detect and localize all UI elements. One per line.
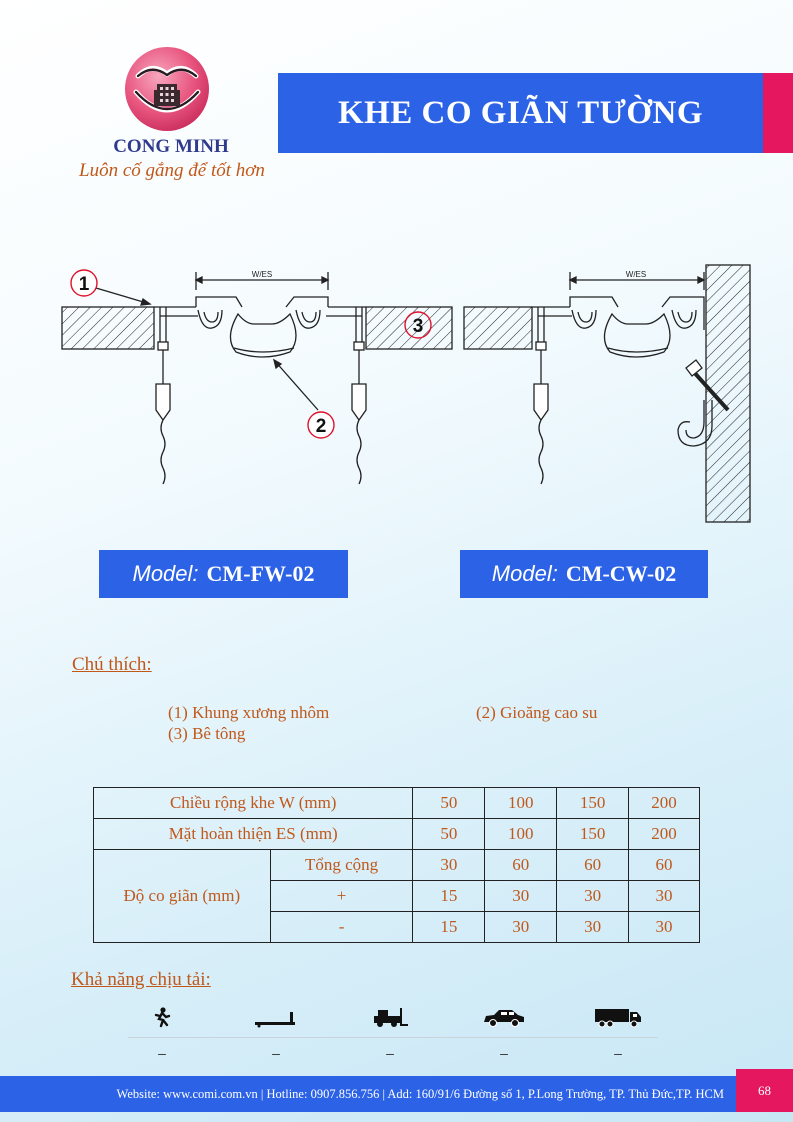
callout-1: 1: [79, 274, 90, 295]
load-value: –: [614, 1045, 622, 1061]
table-cell: 15: [412, 911, 486, 943]
table-cell: 200: [628, 818, 700, 850]
brand-slogan: Luôn cố gắng để tốt hơn: [79, 160, 265, 181]
load-item: –: [350, 1006, 430, 1060]
model-prefix: Model:: [132, 561, 199, 586]
table-cell: 100: [484, 787, 558, 819]
title-accent-bar: [763, 73, 793, 153]
table-cell: Độ co giãn (mm): [93, 849, 271, 943]
table-cell: Tổng cộng: [269, 849, 414, 881]
table-cell: 30: [412, 849, 486, 881]
truck-icon: [595, 1009, 641, 1028]
table-cell: 150: [556, 818, 630, 850]
load-value: –: [500, 1045, 508, 1061]
table-cell: 30: [628, 880, 700, 912]
spec-table: Chiều rộng khe W (mm) 50 100 150 200 Mặt…: [92, 787, 700, 943]
model-code: CM-CW-02: [565, 561, 677, 586]
load-capacity-row: – – – –: [108, 1006, 668, 1066]
table-cell: Mặt hoàn thiện ES (mm): [92, 818, 414, 850]
dimension-label-cw: W/ES: [626, 270, 646, 279]
pedestrian-icon: [154, 1007, 171, 1028]
callout-2: 2: [316, 416, 327, 437]
table-cell: 15: [412, 880, 486, 912]
dimension-label-fw: W/ES: [252, 270, 272, 279]
load-value: –: [158, 1045, 166, 1061]
note-item: (1) Khung xương nhôm: [168, 703, 330, 722]
model-prefix: Model:: [491, 561, 558, 586]
table-cell: 30: [556, 880, 630, 912]
table-cell: -: [269, 911, 414, 943]
footer-contact: Website: www.comi.com.vn | Hotline: 0907…: [0, 1076, 736, 1112]
table-row: Mặt hoàn thiện ES (mm) 50 100 150 200: [92, 818, 700, 850]
callout-3: 3: [413, 316, 424, 337]
table-cell: 30: [484, 911, 558, 943]
table-cell: 150: [556, 787, 630, 819]
expansion-joint-drawings: W/ES 1 2 3 W/ES: [61, 264, 751, 523]
table-cell: 50: [412, 818, 486, 850]
model-label-fw: Model: CM-FW-02: [99, 550, 348, 598]
load-item: –: [464, 1006, 544, 1060]
load-item: –: [578, 1006, 658, 1060]
table-cell: Chiều rộng khe W (mm): [92, 787, 414, 819]
table-cell: 30: [484, 880, 558, 912]
table-cell: 200: [628, 787, 700, 819]
table-cell: 30: [556, 911, 630, 943]
load-divider: [128, 1037, 658, 1038]
table-cell: 60: [556, 849, 630, 881]
forklift-icon: [374, 1008, 408, 1027]
table-cell: 60: [628, 849, 700, 881]
table-cell: 100: [484, 818, 558, 850]
note-item: (3) Bê tông: [168, 724, 246, 743]
load-heading: Khả năng chịu tải:: [71, 969, 211, 990]
load-item: –: [236, 1006, 316, 1060]
brand-logo: [124, 46, 210, 132]
page-title: KHE CO GIÃN TƯỜNG: [278, 73, 763, 153]
load-item: –: [122, 1006, 202, 1060]
page-number: 68: [736, 1069, 793, 1112]
load-value: –: [272, 1045, 280, 1061]
table-row: - 15 30 30 30: [94, 911, 700, 943]
table-row: Chiều rộng khe W (mm) 50 100 150 200: [92, 787, 700, 819]
car-icon: [484, 1010, 524, 1027]
table-row: Độ co giãn (mm) Tổng cộng 30 60 60 60: [93, 849, 700, 943]
notes-heading: Chú thích:: [72, 654, 152, 675]
table-cell: 30: [628, 911, 700, 943]
load-value: –: [386, 1045, 394, 1061]
drawing-cw-02: [463, 264, 751, 523]
table-cell: 50: [412, 787, 486, 819]
table-cell: +: [269, 880, 414, 912]
note-item: (2) Gioăng cao su: [476, 703, 598, 722]
model-code: CM-FW-02: [206, 561, 315, 586]
model-label-cw: Model: CM-CW-02: [460, 550, 708, 598]
trolley-icon: [255, 1012, 295, 1028]
smile-building-logo-icon: [125, 47, 209, 131]
drawing-fw-02: [61, 269, 453, 485]
brand-name: CONG MINH: [113, 136, 229, 157]
table-cell: 60: [484, 849, 558, 881]
